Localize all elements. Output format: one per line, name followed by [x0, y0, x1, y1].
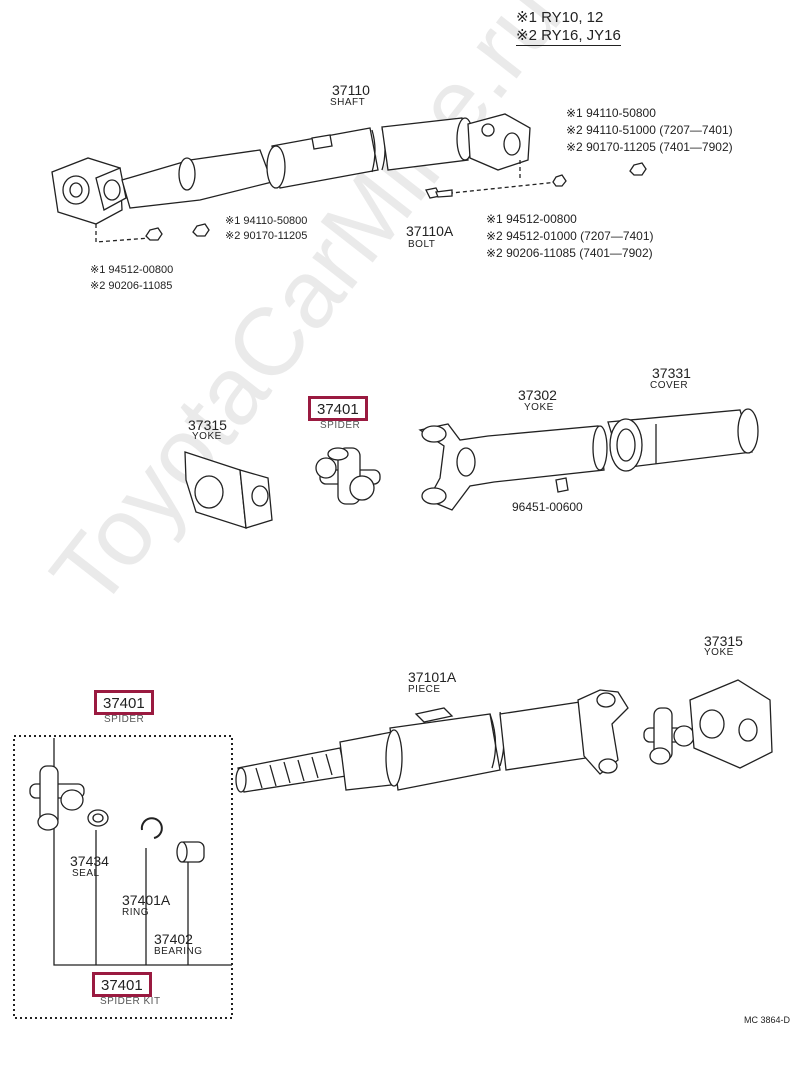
spider-mid-label: SPIDER: [320, 420, 361, 431]
spider-kit-label: SPIDER KIT: [100, 996, 161, 1007]
yoke-37315-lower: [689, 679, 773, 769]
upper-propeller-shaft: [51, 113, 531, 225]
cover-label: COVER: [650, 380, 689, 391]
fitting-number[interactable]: 96451-00600: [512, 500, 583, 514]
mid-nut-1[interactable]: ※1 94110-50800: [225, 215, 308, 227]
yoke-37315-mid: [184, 451, 273, 529]
right-nut-3[interactable]: ※2 90206-11085 (7401—7902): [486, 246, 653, 260]
shaft-label: SHAFT: [330, 97, 366, 108]
cover-number[interactable]: 37331: [652, 365, 691, 381]
mid-nut-2[interactable]: ※2 90170-11205: [225, 230, 308, 242]
right-nut-2[interactable]: ※2 94512-01000 (7207—7401): [486, 229, 654, 243]
seal-label: SEAL: [72, 868, 100, 879]
bearing-number[interactable]: 37402: [154, 931, 193, 947]
left-nut-1[interactable]: ※1 94512-00800: [90, 264, 174, 276]
spider-kit-parts: [29, 765, 205, 863]
drawing-code: MC 3864-D: [744, 1015, 791, 1025]
right-bolt-1[interactable]: ※1 94110-50800: [566, 106, 656, 120]
yoke-37302-mid: [418, 423, 608, 511]
applicability-line-2: ※2 RY16, JY16: [516, 27, 621, 46]
yoke-37315-mid-label: YOKE: [192, 431, 222, 442]
piece-number[interactable]: 37101A: [408, 669, 457, 685]
spider-37401-mid: [315, 447, 381, 505]
yoke-37315-mid-number[interactable]: 37315: [188, 417, 227, 433]
yoke-37315-lower-label: YOKE: [704, 647, 734, 658]
lower-propeller-shaft: [235, 689, 629, 793]
shaft-part-number[interactable]: 37110: [332, 82, 370, 98]
yoke-37302-number[interactable]: 37302: [518, 387, 557, 403]
spider-kit-highlight[interactable]: 37401: [92, 972, 152, 997]
spider-37401-lower-highlight[interactable]: 37401: [94, 690, 154, 715]
ring-label: RING: [122, 907, 149, 918]
piece-label: PIECE: [408, 684, 441, 695]
left-nut-2[interactable]: ※2 90206-11085: [90, 280, 173, 292]
bolt-part-number[interactable]: 37110A: [406, 223, 454, 239]
right-nut-1[interactable]: ※1 94512-00800: [486, 212, 577, 226]
seal-number[interactable]: 37434: [70, 853, 109, 869]
yoke-37315-lower-number[interactable]: 37315: [704, 633, 743, 649]
right-bolt-2[interactable]: ※2 94110-51000 (7207—7401): [566, 123, 733, 137]
applicability-line-1: ※1 RY10, 12: [516, 9, 604, 26]
spider-37401-lower-right: [643, 707, 695, 765]
right-bolt-3[interactable]: ※2 90170-11205 (7401—7902): [566, 140, 733, 154]
cover-37331: [607, 408, 759, 472]
bearing-label: BEARING: [154, 946, 203, 957]
bolt-label: BOLT: [408, 239, 436, 250]
spider-37401-mid-highlight[interactable]: 37401: [308, 396, 368, 421]
spider-lower-label: SPIDER: [104, 714, 145, 725]
ring-number[interactable]: 37401A: [122, 892, 171, 908]
yoke-37302-label: YOKE: [524, 402, 554, 413]
